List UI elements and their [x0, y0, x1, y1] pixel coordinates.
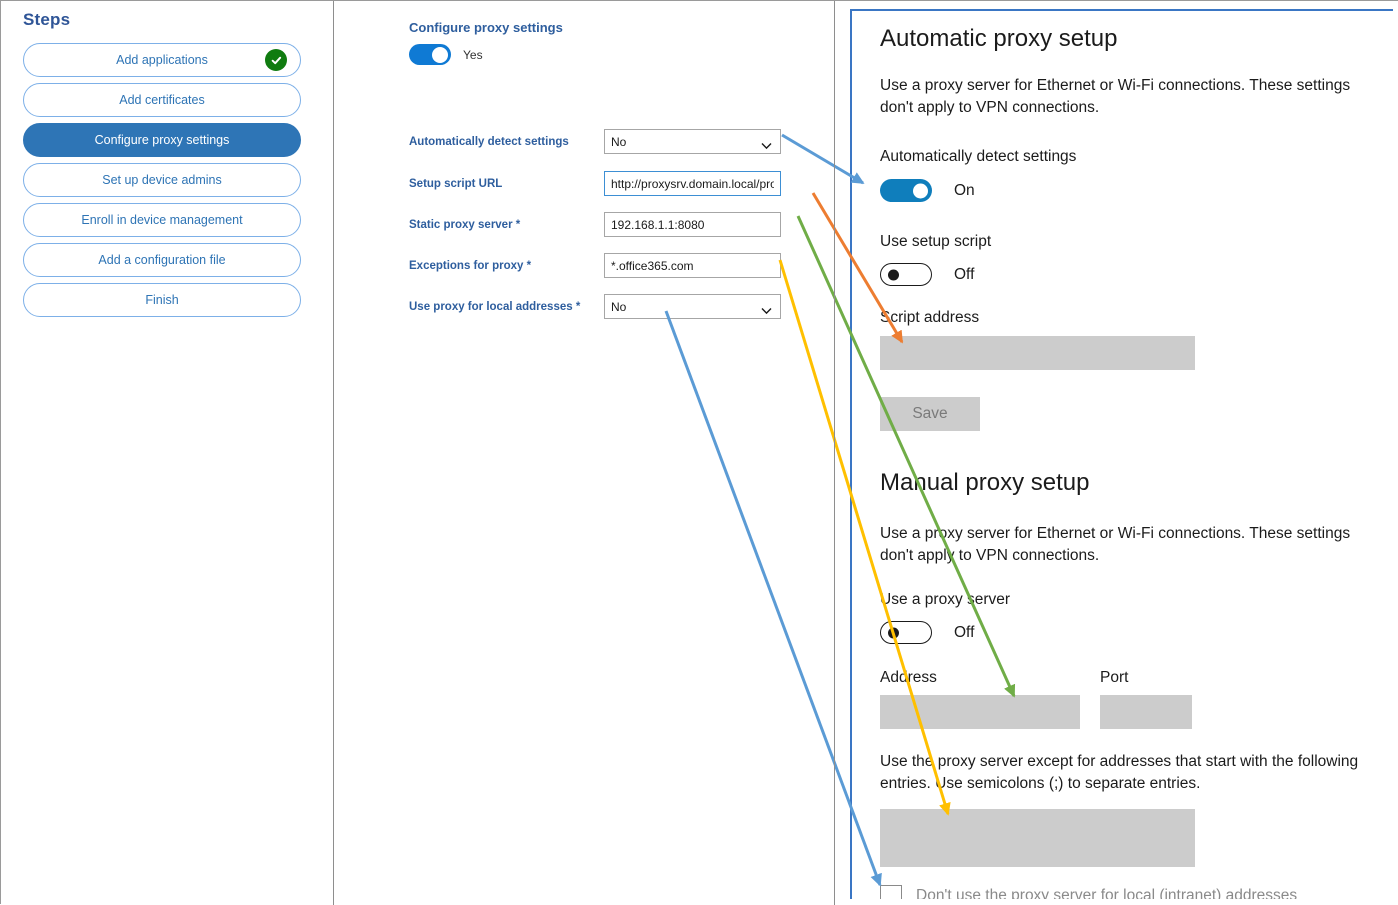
auto-detect-toggle[interactable]: On — [880, 179, 975, 202]
proxy-exceptions-input[interactable] — [880, 809, 1195, 867]
field-row-4: Use proxy for local addresses * No — [409, 294, 819, 319]
auto-detect-toggle-state: On — [954, 181, 975, 199]
windows-proxy-settings-panel: Automatic proxy setup Use a proxy server… — [850, 9, 1393, 899]
configure-proxy-toggle-label: Yes — [463, 47, 483, 62]
chevron-down-icon[interactable] — [761, 138, 772, 149]
step-item-label: Enroll in device management — [81, 213, 243, 227]
field-label-0: Automatically detect settings — [409, 136, 604, 148]
step-item-5[interactable]: Add a configuration file — [23, 243, 301, 277]
step-item-4[interactable]: Enroll in device management — [23, 203, 301, 237]
toggle-knob — [888, 627, 899, 638]
field-value: 192.168.1.1:8080 — [611, 217, 705, 232]
field-label-text: Exceptions for proxy — [409, 259, 524, 272]
step-item-label: Configure proxy settings — [94, 133, 230, 147]
steps-panel-title: Steps — [23, 10, 71, 29]
use-setup-script-toggle[interactable]: Off — [880, 263, 974, 286]
script-address-input[interactable] — [880, 336, 1195, 370]
field-label-1: Setup script URL — [409, 178, 604, 190]
step-item-3[interactable]: Set up device admins — [23, 163, 301, 197]
step-item-label: Add applications — [116, 53, 208, 67]
field-value: http://proxysrv.domain.local/proxy.pa — [611, 176, 774, 191]
chevron-down-icon[interactable] — [761, 303, 772, 314]
use-setup-script-toggle-state: Off — [954, 265, 975, 283]
field-value: *.office365.com — [611, 258, 694, 273]
use-proxy-server-toggle-switch[interactable] — [880, 621, 932, 644]
step-item-0[interactable]: Add applications — [23, 43, 301, 77]
field-row-0: Automatically detect settings No — [409, 129, 819, 154]
manual-proxy-description: Use a proxy server for Ethernet or Wi-Fi… — [880, 525, 1351, 565]
proxy-address-input[interactable] — [880, 695, 1080, 729]
panel-divider — [834, 1, 835, 905]
manual-proxy-heading: Manual proxy setup — [880, 469, 1090, 496]
toggle-knob — [913, 183, 928, 198]
step-item-1[interactable]: Add certificates — [23, 83, 301, 117]
select-4[interactable]: No — [604, 294, 781, 319]
field-value: No — [611, 299, 627, 314]
proxy-form-panel: Configure proxy settings Yes Automatical… — [334, 1, 834, 905]
proxy-port-label: Port — [1100, 669, 1129, 686]
field-label-text: Setup script URL — [409, 177, 503, 190]
step-item-label: Set up device admins — [102, 173, 222, 187]
field-label-2: Static proxy server * — [409, 219, 604, 231]
use-setup-script-label: Use setup script — [880, 233, 992, 250]
step-item-2[interactable]: Configure proxy settings — [23, 123, 301, 157]
field-label-text: Static proxy server — [409, 218, 513, 231]
auto-detect-toggle-switch[interactable] — [880, 179, 932, 202]
check-icon — [265, 49, 287, 71]
use-proxy-server-toggle-state: Off — [954, 623, 975, 641]
input-2[interactable]: 192.168.1.1:8080 — [604, 212, 781, 237]
field-label-text: Automatically detect settings — [409, 135, 569, 148]
field-label-3: Exceptions for proxy * — [409, 260, 604, 272]
proxy-port-input[interactable] — [1100, 695, 1192, 729]
field-label-text: Use proxy for local addresses — [409, 300, 573, 313]
step-item-label: Add certificates — [119, 93, 205, 107]
input-3[interactable]: *.office365.com — [604, 253, 781, 278]
toggle-knob — [888, 269, 899, 280]
step-item-label: Finish — [145, 293, 179, 307]
field-label-4: Use proxy for local addresses * — [409, 301, 604, 313]
configure-proxy-toggle[interactable]: Yes — [409, 44, 483, 65]
proxy-address-label: Address — [880, 669, 937, 686]
field-row-3: Exceptions for proxy * *.office365.com — [409, 253, 819, 278]
script-address-label: Script address — [880, 309, 980, 326]
configure-proxy-toggle-switch[interactable] — [409, 44, 451, 65]
required-marker: * — [572, 300, 581, 313]
save-button[interactable]: Save — [880, 397, 980, 431]
required-marker: * — [523, 259, 532, 272]
use-proxy-server-label: Use a proxy server — [880, 591, 1011, 608]
toggle-knob — [432, 46, 448, 63]
field-row-1: Setup script URL http://proxysrv.domain.l… — [409, 171, 819, 196]
auto-detect-label: Automatically detect settings — [880, 148, 1077, 165]
field-row-2: Static proxy server * 192.168.1.1:8080 — [409, 212, 819, 237]
use-setup-script-toggle-switch[interactable] — [880, 263, 932, 286]
form-title: Configure proxy settings — [409, 20, 563, 35]
local-addresses-checkbox[interactable] — [880, 885, 902, 899]
local-addresses-checkbox-label: Don't use the proxy server for local (in… — [916, 887, 1298, 899]
proxy-exceptions-description: Use the proxy server except for addresse… — [880, 753, 1359, 793]
automatic-proxy-heading: Automatic proxy setup — [880, 25, 1118, 52]
automatic-proxy-description: Use a proxy server for Ethernet or Wi-Fi… — [880, 77, 1351, 117]
select-0[interactable]: No — [604, 129, 781, 154]
input-1[interactable]: http://proxysrv.domain.local/proxy.pa — [604, 171, 781, 196]
step-item-6[interactable]: Finish — [23, 283, 301, 317]
local-addresses-checkbox-row[interactable]: Don't use the proxy server for local (in… — [880, 885, 1297, 899]
required-marker: * — [512, 218, 521, 231]
use-proxy-server-toggle[interactable]: Off — [880, 621, 974, 644]
step-item-label: Add a configuration file — [98, 253, 226, 267]
field-value: No — [611, 134, 627, 149]
